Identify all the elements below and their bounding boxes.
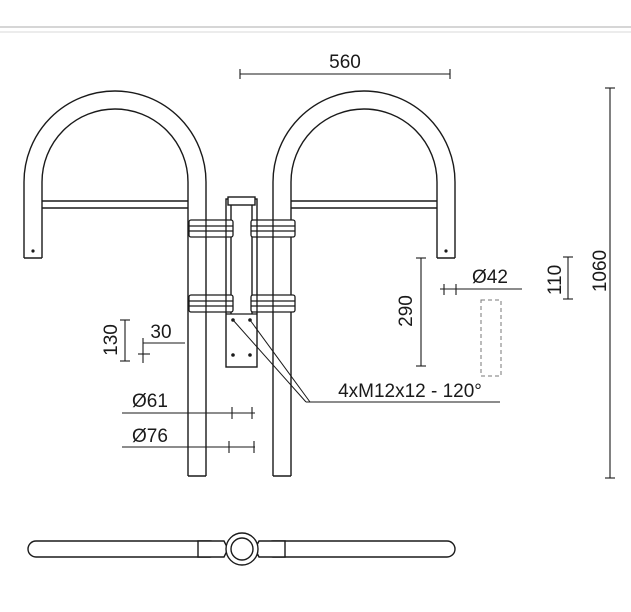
left-hoop xyxy=(23,90,207,477)
buried-post-outline xyxy=(480,299,502,377)
dimension-plate-height-label: 130 xyxy=(101,324,122,356)
dimension-inner-diameter xyxy=(122,407,255,419)
frame-border xyxy=(0,26,631,33)
dimension-overall-height-label: 1060 xyxy=(590,250,611,292)
dimension-overall-height xyxy=(605,87,615,479)
mounting-plate xyxy=(226,313,257,357)
dimension-clamp-height xyxy=(563,256,573,300)
dimension-post-depth-label: 290 xyxy=(396,295,417,327)
dimension-post-diameter-label: Ø42 xyxy=(472,267,508,288)
plan-view xyxy=(27,532,456,566)
dimension-width-label: 560 xyxy=(329,52,361,73)
dimension-outer-diameter-label: Ø76 xyxy=(132,426,168,447)
dimension-clamp-height-label: 110 xyxy=(545,265,566,295)
dimension-plate-height xyxy=(120,319,130,362)
dimension-hole-offset xyxy=(138,338,185,363)
dimension-inner-diameter-label: Ø61 xyxy=(132,391,168,412)
dimension-post-diameter xyxy=(440,284,522,295)
dimension-hole-offset-label: 30 xyxy=(150,322,171,343)
right-crossbar xyxy=(291,200,437,209)
clamp-upper-right xyxy=(250,219,296,238)
clamp-lower-left xyxy=(188,294,234,313)
dimension-width xyxy=(239,69,451,79)
right-hoop-end-hole xyxy=(444,249,448,253)
left-crossbar xyxy=(42,200,188,209)
right-hoop xyxy=(272,90,456,477)
fixing-leader-lines xyxy=(232,319,500,403)
left-hoop-end-hole xyxy=(31,249,35,253)
fixing-spec-label: 4xM12x12 - 120° xyxy=(338,381,482,402)
dimension-post-depth xyxy=(416,257,426,367)
dimension-outer-diameter xyxy=(122,441,255,453)
clamp-lower-right xyxy=(250,294,296,313)
clamp-upper-left xyxy=(188,219,234,238)
